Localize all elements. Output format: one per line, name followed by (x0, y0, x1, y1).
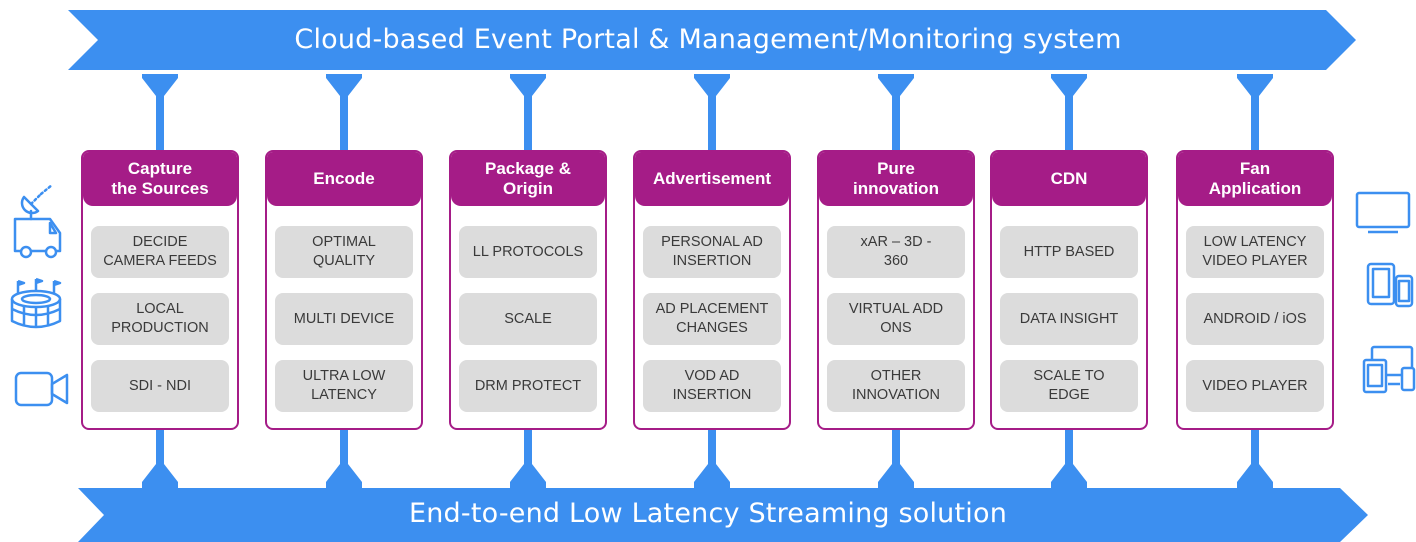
tablet-phone-icon (1366, 262, 1414, 308)
column-cdn: CDN HTTP BASED DATA INSIGHT SCALE TO EDG… (990, 150, 1148, 430)
column-encode: Encode OPTIMAL QUALITY MULTI DEVICE ULTR… (265, 150, 423, 430)
bottom-connector (1051, 430, 1087, 488)
bottom-connector (326, 430, 362, 488)
column-item: MULTI DEVICE (275, 293, 413, 345)
column-item: DECIDE CAMERA FEEDS (91, 226, 229, 278)
top-connector (1237, 74, 1273, 150)
bottom-banner-arrow (78, 488, 1368, 542)
column-title: Advertisement (635, 152, 789, 206)
column-item: HTTP BASED (1000, 226, 1138, 278)
column-advertisement: Advertisement PERSONAL AD INSERTION AD P… (633, 150, 791, 430)
column-title: CDN (992, 152, 1146, 206)
column-title: Capture the Sources (83, 152, 237, 206)
stadium-icon (10, 277, 62, 329)
column-item: AD PLACEMENT CHANGES (643, 293, 781, 345)
column-pure-innovation: Pure innovation xAR – 3D - 360 VIRTUAL A… (817, 150, 975, 430)
column-title: Pure innovation (819, 152, 973, 206)
column-item: LOCAL PRODUCTION (91, 293, 229, 345)
bottom-connector (142, 430, 178, 488)
video-camera-icon (14, 371, 69, 407)
top-connector (510, 74, 546, 150)
bottom-banner: End-to-end Low Latency Streaming solutio… (0, 488, 1416, 542)
top-connector (326, 74, 362, 150)
column-item: VIDEO PLAYER (1186, 360, 1324, 412)
top-banner-text: Cloud-based Event Portal & Management/Mo… (294, 24, 1122, 55)
column-item: ANDROID / iOS (1186, 293, 1324, 345)
bottom-connector (694, 430, 730, 488)
column-fan-application: Fan Application LOW LATENCY VIDEO PLAYER… (1176, 150, 1334, 430)
top-connector (878, 74, 914, 150)
column-title: Package & Origin (451, 152, 605, 206)
top-banner: Cloud-based Event Portal & Management/Mo… (0, 10, 1416, 70)
column-item: DRM PROTECT (459, 360, 597, 412)
column-item: VIRTUAL ADD ONS (827, 293, 965, 345)
column-item: VOD AD INSERTION (643, 360, 781, 412)
column-item: LOW LATENCY VIDEO PLAYER (1186, 226, 1324, 278)
column-capture: Capture the Sources DECIDE CAMERA FEEDS … (81, 150, 239, 430)
top-connector (142, 74, 178, 150)
bottom-connector (1237, 430, 1273, 488)
column-item: SCALE TO EDGE (1000, 360, 1138, 412)
column-item: PERSONAL AD INSERTION (643, 226, 781, 278)
column-title: Fan Application (1178, 152, 1332, 206)
bottom-connector (510, 430, 546, 488)
monitor-icon (1355, 191, 1411, 234)
column-package-origin: Package & Origin LL PROTOCOLS SCALE DRM … (449, 150, 607, 430)
column-item: xAR – 3D - 360 (827, 226, 965, 278)
column-item: SCALE (459, 293, 597, 345)
top-connector (1051, 74, 1087, 150)
column-item: LL PROTOCOLS (459, 226, 597, 278)
column-item: ULTRA LOW LATENCY (275, 360, 413, 412)
column-item: SDI - NDI (91, 360, 229, 412)
column-item: DATA INSIGHT (1000, 293, 1138, 345)
column-item: OTHER INNOVATION (827, 360, 965, 412)
multi-device-icon (1362, 345, 1416, 394)
bottom-connector (878, 430, 914, 488)
satellite-truck-icon (13, 183, 62, 259)
column-title: Encode (267, 152, 421, 206)
column-item: OPTIMAL QUALITY (275, 226, 413, 278)
top-banner-arrow (68, 10, 1356, 70)
top-connector (694, 74, 730, 150)
bottom-banner-text: End-to-end Low Latency Streaming solutio… (408, 498, 1008, 529)
